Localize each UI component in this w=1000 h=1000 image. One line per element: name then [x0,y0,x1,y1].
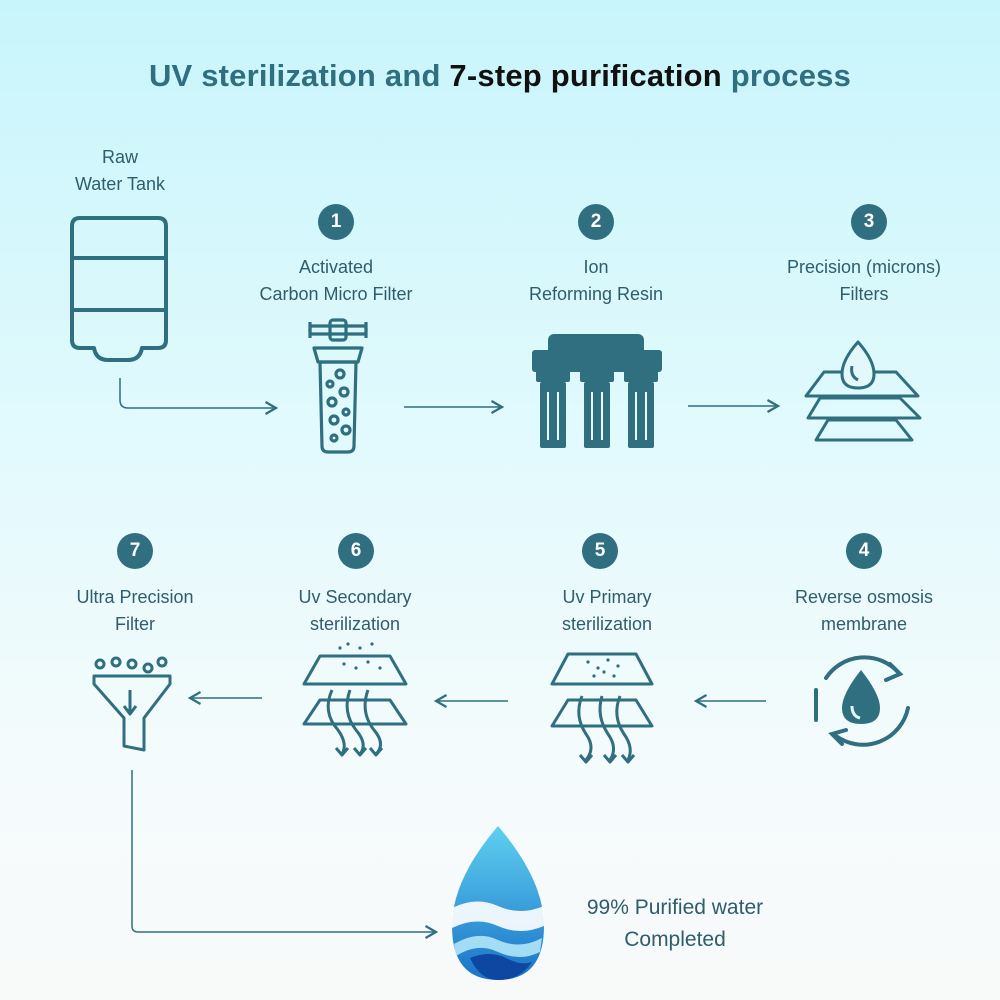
purified-water-drop-icon [452,826,544,980]
title-part3: process [721,58,852,93]
step-4-badge: 4 [846,533,882,569]
funnel-filter-icon [92,656,172,752]
connector-tank-to-step1 [119,378,279,415]
carbon-filter-icon [308,318,368,454]
uv-primary-icon [550,652,654,764]
step-6-badge: 6 [338,533,374,569]
uv-primary-particles-icon [586,658,620,678]
step-2-badge: 2 [578,204,614,240]
step-3-badge: 3 [851,204,887,240]
step-7-badge: 7 [117,533,153,569]
title-part2: 7-step purification [449,58,722,93]
step-1-badge: 1 [318,204,354,240]
connector-step7-to-final [131,770,439,939]
water-tank-icon [70,216,168,362]
uv-secondary-particles-icon [338,642,382,670]
resin-filter-icon [532,334,662,448]
step-5-badge: 5 [582,533,618,569]
precision-filter-icon [804,340,922,442]
reverse-osmosis-icon [814,655,910,747]
page-title: UV sterilization and 7-step purification… [0,58,1000,94]
title-part1: UV sterilization and [148,58,450,93]
raw-water-tank-label: Raw Water Tank [74,147,166,194]
final-label: 99% Purified water Completed [586,896,764,951]
step-3-label: Precision (microns)Filters [786,257,942,304]
osmosis-drop-icon [842,670,880,724]
uv-secondary-icon [302,654,408,757]
